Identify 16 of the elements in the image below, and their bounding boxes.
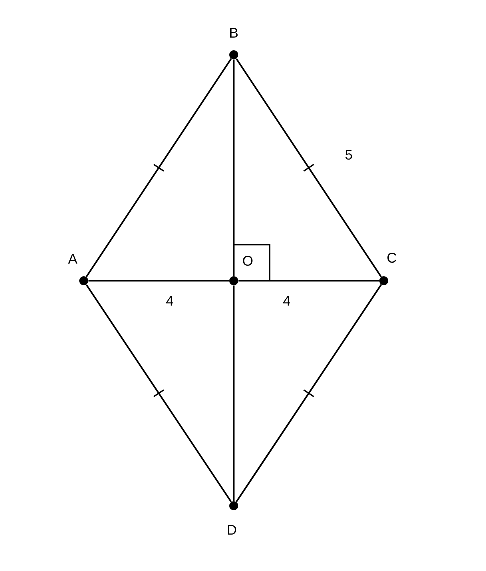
edge-label: 4 [165, 295, 175, 307]
segment [236, 58, 382, 278]
segment [86, 58, 232, 278]
point-label: A [68, 254, 78, 264]
point-label: D [228, 525, 236, 535]
segment [88, 280, 230, 282]
point-label: B [230, 28, 238, 38]
segment [233, 60, 235, 276]
point-label: C [388, 253, 397, 263]
segment [86, 284, 232, 503]
segment [236, 284, 382, 503]
segment [238, 280, 380, 282]
edge-label: 4 [282, 295, 292, 307]
segment [233, 286, 235, 502]
point-label: O [243, 256, 253, 266]
edge-label: 5 [344, 149, 354, 161]
